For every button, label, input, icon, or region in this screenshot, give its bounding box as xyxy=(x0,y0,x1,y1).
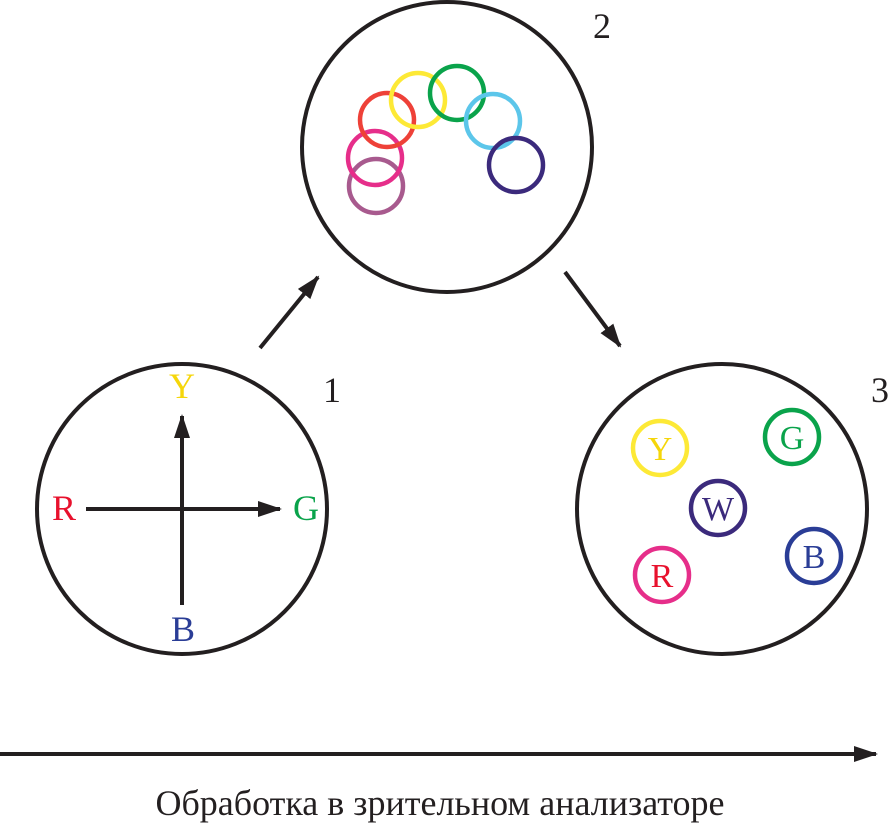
stage-1: Y R G B 1 xyxy=(35,362,341,656)
label-y: Y xyxy=(169,366,195,406)
point-ring xyxy=(784,526,844,586)
point-label: Y xyxy=(648,431,673,468)
point-label: B xyxy=(803,539,826,576)
ring-green xyxy=(427,63,487,123)
ring-mauve xyxy=(346,156,406,216)
point-y: Y xyxy=(630,418,690,478)
point-g: G xyxy=(762,407,822,467)
stage-1-circle xyxy=(35,362,329,656)
label-r: R xyxy=(52,488,76,528)
ring-magenta xyxy=(345,128,405,188)
caption: Обработка в зрительном анализаторе xyxy=(155,783,724,823)
stage-1-number: 1 xyxy=(323,370,341,410)
point-ring xyxy=(632,545,692,605)
point-ring xyxy=(688,478,748,538)
stage-2-number: 2 xyxy=(593,6,611,46)
arrow-1-to-2 xyxy=(258,275,320,350)
point-w: W xyxy=(688,478,748,538)
point-ring xyxy=(630,418,690,478)
stage-3: Y G W B R 3 xyxy=(575,362,889,656)
stage-2: 2 xyxy=(300,0,611,294)
ring-dark-purple xyxy=(486,135,546,195)
stage-2-circle xyxy=(300,0,594,294)
point-b: B xyxy=(784,526,844,586)
stage-3-circle xyxy=(575,362,869,656)
label-b: B xyxy=(171,609,195,649)
point-label: W xyxy=(702,491,735,528)
point-label: G xyxy=(780,420,805,457)
arrow-2-to-3 xyxy=(563,270,622,348)
ring-red xyxy=(357,90,417,150)
point-label: R xyxy=(651,558,674,595)
point-r: R xyxy=(632,545,692,605)
ring-yellow xyxy=(388,70,448,130)
label-g: G xyxy=(293,488,319,528)
stage-3-number: 3 xyxy=(871,370,889,410)
point-ring xyxy=(762,407,822,467)
